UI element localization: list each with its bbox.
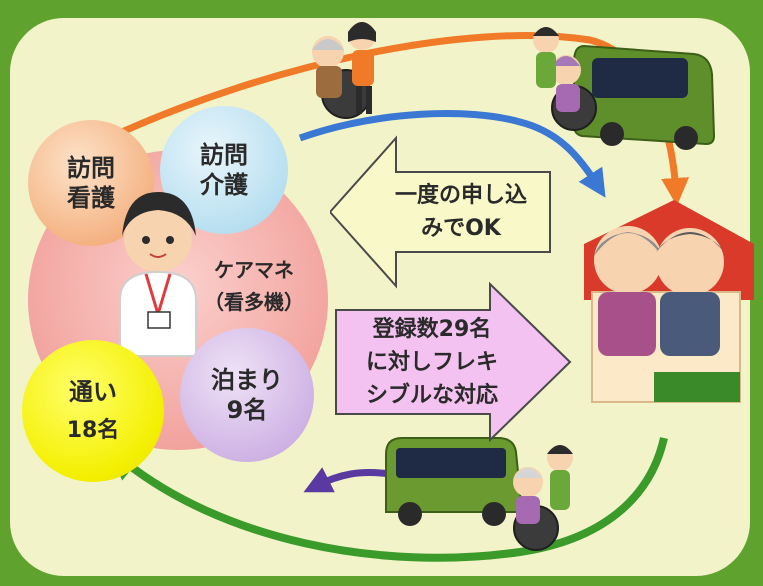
care-visit-line2: 介護 [200, 171, 248, 199]
nursing-visit-line1: 訪問 [67, 154, 115, 182]
purple-flow-arrow [303, 467, 391, 493]
single-application-line1: 一度の申し込 [394, 183, 527, 208]
single-application-line2: みでOK [421, 216, 501, 241]
wheelchair-caregiver-bottom [513, 445, 573, 551]
day-service-label: 通い [69, 378, 117, 407]
flexible-support-arrow: 登録数29名 に対しフレキ シブルな対応 [330, 282, 574, 442]
care-manager-line2: （看多機） [204, 290, 304, 314]
care-manager-line1: ケアマネ [214, 258, 294, 282]
nursing-visit-line2: 看護 [67, 184, 115, 212]
nursing-visit-bubble: 訪問 看護 [28, 120, 154, 246]
wheelchair-caregiver-top [312, 22, 376, 119]
green-flow-arrow [107, 437, 668, 562]
overnight-stay-label: 泊まり [211, 366, 283, 394]
blue-flow-arrow [298, 110, 606, 198]
overnight-stay-bubble: 泊まり 9名 [180, 328, 314, 462]
van-top-right [533, 27, 716, 150]
single-application-arrow: 一度の申し込 みでOK [330, 132, 556, 292]
care-visit-line1: 訪問 [200, 141, 248, 169]
care-visit-bubble: 訪問 介護 [160, 106, 288, 234]
care-manager-label: ケアマネ （看多機） [204, 254, 304, 318]
flexible-support-line2: に対しフレキ [365, 349, 498, 375]
overnight-stay-count: 9名 [226, 396, 268, 424]
house-with-couple [584, 200, 754, 403]
flexible-support-line1: 登録数29名 [372, 316, 492, 342]
van-bottom [385, 437, 524, 526]
flexible-support-line3: シブルな対応 [365, 382, 498, 408]
day-service-count: 18名 [66, 418, 120, 444]
day-service-bubble: 通い 18名 [22, 340, 164, 482]
